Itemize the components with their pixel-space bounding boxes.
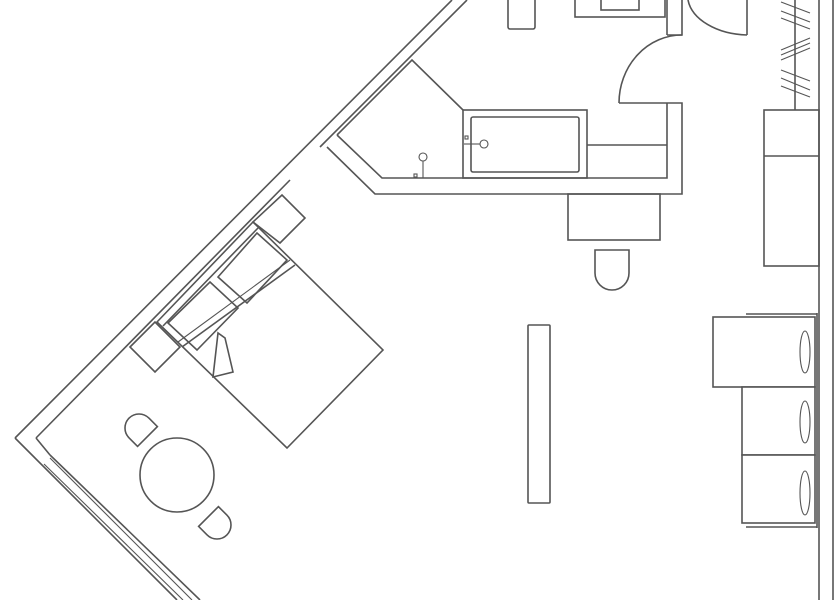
window-inner-line [49, 454, 201, 600]
window-line [49, 457, 193, 600]
headboard-line [162, 227, 259, 327]
bathroom-wall-top-outer [667, 0, 683, 36]
dining-chair-top[interactable] [119, 408, 159, 448]
sofa-cushion [799, 330, 811, 374]
dining-chair-bottom[interactable] [197, 505, 237, 545]
outer-lower-wall [14, 437, 178, 600]
bathroom-door-swing[interactable] [618, 34, 683, 104]
entry-door [687, 0, 748, 36]
bathtub-drain-icon [479, 139, 489, 149]
tv-stand [527, 324, 551, 504]
toilet-tank [507, 0, 536, 30]
exterior-walls [14, 0, 834, 600]
sofa-seat-middle[interactable] [741, 386, 816, 456]
bathroom-wall-inner-bottom [336, 103, 668, 179]
sofa-cushion [799, 400, 811, 444]
mattress-edge-inner [177, 259, 291, 343]
blanket-fold [212, 331, 234, 379]
double-bed[interactable] [155, 220, 385, 450]
vanity [574, 0, 666, 18]
window-line [43, 463, 184, 600]
desk-chair[interactable] [594, 249, 630, 291]
vanity-basin [600, 0, 640, 11]
outer-diagonal-wall [14, 0, 453, 439]
wardrobe [763, 0, 820, 267]
shower-head-icon [418, 152, 428, 162]
nightstand-left [128, 320, 182, 374]
pillow-right [216, 231, 289, 305]
dining-table[interactable] [139, 437, 215, 513]
entry-door-swing[interactable] [687, 0, 748, 36]
bedroom [128, 193, 385, 450]
bathtub [462, 109, 588, 179]
desk-area [567, 193, 661, 291]
sofa-seat-end[interactable] [741, 454, 816, 524]
hanger-icons [780, 1, 811, 98]
bathtub-basin [470, 116, 580, 173]
pillow-left [166, 280, 240, 352]
mattress-edge [181, 264, 296, 348]
bathtub-tap [464, 135, 469, 140]
bathroom-wall-inner [336, 58, 464, 136]
bathroom-wall-outer [326, 102, 683, 195]
bathroom [326, 0, 683, 195]
cabinet [763, 109, 820, 267]
desk [567, 193, 661, 241]
dining-area [119, 408, 237, 545]
sofa-cushion [799, 470, 811, 516]
inner-lower-wall [35, 437, 51, 456]
living-area [527, 313, 818, 528]
inner-diagonal-wall-upper [319, 0, 468, 148]
sofa-seat-chaise[interactable] [712, 316, 816, 388]
shower-tap [413, 173, 418, 178]
nightstand-right [251, 193, 307, 245]
inner-diagonal-wall [35, 179, 291, 439]
